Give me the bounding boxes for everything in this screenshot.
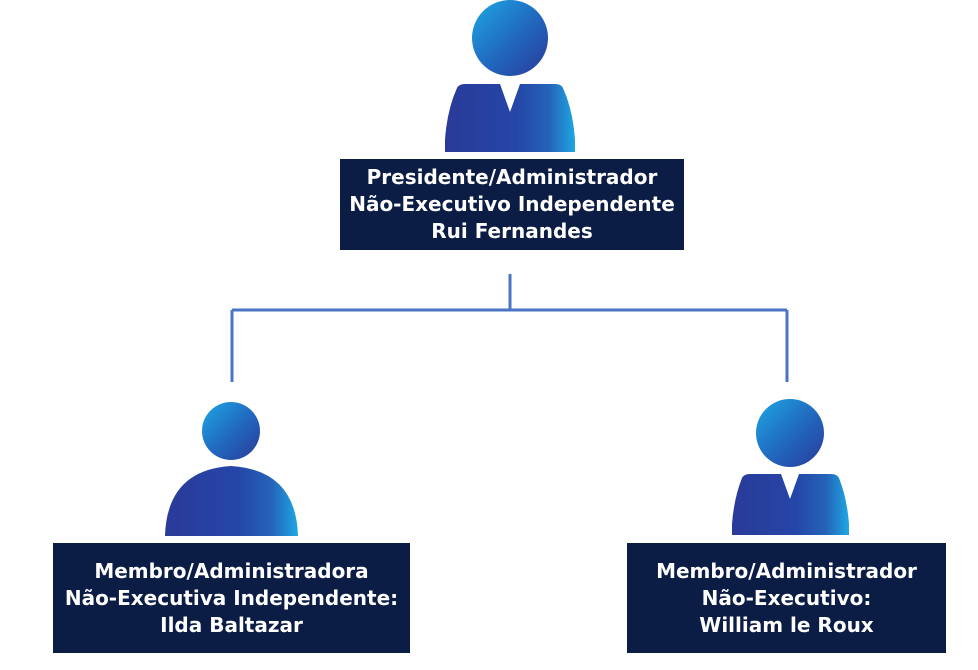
person-male-icon xyxy=(732,399,849,535)
member-right-role-line1: Membro/Administrador xyxy=(656,558,917,583)
member-right-label-box: Membro/Administrador Não-Executivo: Will… xyxy=(627,543,946,653)
member-left-name: Ilda Baltazar xyxy=(160,612,303,637)
member-right-name: William le Roux xyxy=(699,612,874,637)
person-male-icon xyxy=(445,0,575,152)
member-left-role-line2: Não-Executiva Independente: xyxy=(64,585,399,610)
chairman-label-box: Presidente/Administrador Não-Executivo I… xyxy=(340,159,684,250)
chairman-role-line2: Não-Executivo Independente xyxy=(349,192,675,216)
member-right-role-line2: Não-Executivo: xyxy=(701,585,872,610)
member-left-role-line1: Membro/Administradora xyxy=(94,558,369,583)
person-female-icon xyxy=(165,402,298,536)
member-left-label-box: Membro/Administradora Não-Executiva Inde… xyxy=(53,543,410,653)
chairman-name: Rui Fernandes xyxy=(431,219,593,243)
chairman-role-line1: Presidente/Administrador xyxy=(366,165,658,189)
